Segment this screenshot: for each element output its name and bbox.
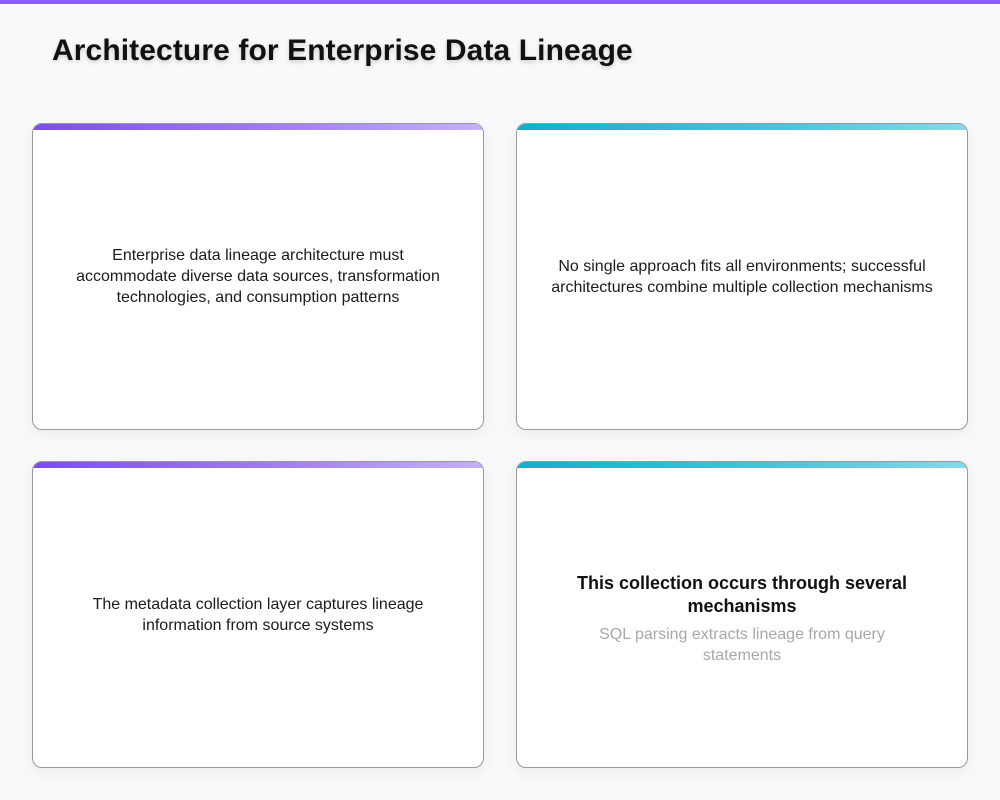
- page-title: Architecture for Enterprise Data Lineage: [52, 34, 633, 67]
- card-accent-bar: [33, 462, 483, 468]
- card-collection-mechanisms: This collection occurs through several m…: [516, 461, 968, 768]
- card-text: Enterprise data lineage architecture mus…: [76, 247, 440, 306]
- card-heading: This collection occurs through several m…: [576, 572, 908, 616]
- card-subtext: SQL parsing extracts lineage from query …: [599, 625, 885, 664]
- card-accent-bar: [517, 124, 967, 130]
- card-metadata-collection: The metadata collection layer captures l…: [32, 461, 484, 768]
- card-text: The metadata collection layer captures l…: [92, 595, 424, 634]
- top-accent-bar: [0, 0, 1000, 4]
- card-architecture-requirements: Enterprise data lineage architecture mus…: [32, 123, 484, 430]
- card-accent-bar: [517, 462, 967, 468]
- card-text: No single approach fits all environments…: [551, 257, 933, 296]
- card-approach: No single approach fits all environments…: [516, 123, 968, 430]
- card-accent-bar: [33, 124, 483, 130]
